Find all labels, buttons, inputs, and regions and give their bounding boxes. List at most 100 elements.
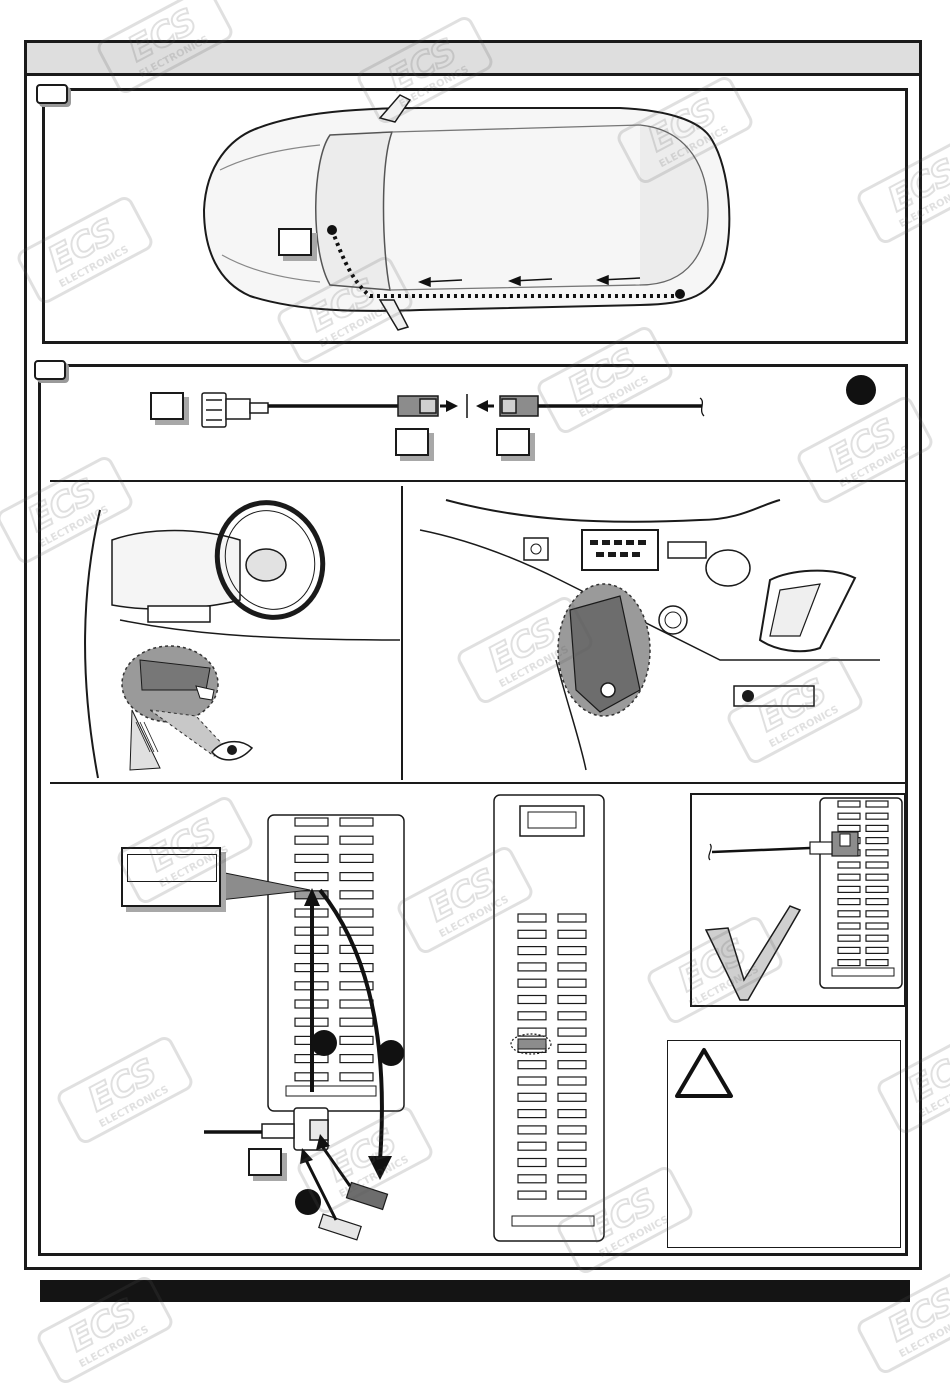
fuse-box-left <box>204 814 405 1241</box>
fuse-slot <box>557 1157 587 1168</box>
fuse-slot <box>865 885 889 894</box>
fuse-slot <box>557 1190 587 1200</box>
fuse-slot <box>517 1011 547 1021</box>
fuse-slot <box>517 913 547 923</box>
fuse-slot <box>517 1174 547 1184</box>
fuse-slot <box>294 871 329 882</box>
harness-cable <box>201 392 705 428</box>
fuse-slot <box>837 885 861 894</box>
fuse-slot <box>339 908 374 918</box>
fuse-slot <box>339 890 374 900</box>
fuse-slot <box>517 1076 547 1086</box>
fuse-slot <box>339 817 374 827</box>
fuse-box-check <box>704 797 903 1001</box>
fuse-slot <box>837 934 861 942</box>
harness-plug-left <box>201 392 269 428</box>
fuse-slot <box>517 962 547 972</box>
fuse-slot <box>865 800 889 808</box>
fuse-slot <box>517 1108 547 1119</box>
fuse-slot <box>557 962 587 972</box>
fuse-slot <box>557 1174 587 1184</box>
fuse-slot <box>339 962 374 973</box>
fuse-box-middle <box>493 794 605 1242</box>
fuse-slot <box>837 946 861 955</box>
fuse-slot <box>557 1011 587 1021</box>
footer-bar <box>40 1280 910 1302</box>
panel-check <box>690 793 906 1007</box>
fuse-slot <box>865 934 889 942</box>
fuse-slot <box>557 978 587 988</box>
fuse-slot <box>557 1108 587 1119</box>
fuse-slot <box>339 1072 374 1082</box>
fuse-slot <box>557 1141 587 1151</box>
label-box-male-connector <box>395 428 429 456</box>
fuse-slot <box>517 945 547 956</box>
fuse-slot <box>557 1027 587 1037</box>
fuse-slot <box>865 861 889 869</box>
fuse-slot <box>837 897 861 906</box>
label-box-car <box>278 228 312 256</box>
fuse-slot <box>517 994 547 1005</box>
fuse-slot <box>865 812 889 820</box>
step-badge-top <box>846 375 876 405</box>
fuse-slot <box>339 853 374 864</box>
fuse-slot <box>339 1035 374 1046</box>
fuse-slot <box>517 1157 547 1168</box>
fuse-slot <box>837 958 861 967</box>
fuse-slot <box>294 853 329 864</box>
fuse-slot <box>865 824 889 833</box>
fuse-slot <box>517 929 547 939</box>
fuse-slot <box>865 849 889 857</box>
under-dash-view <box>419 499 880 771</box>
outer-frame <box>24 40 922 1270</box>
fuse-slot <box>517 1092 547 1102</box>
fuse-slot <box>339 1053 374 1064</box>
svg-text:ELECTRONICS: ELECTRONICS <box>77 1324 150 1370</box>
step-badge-b <box>378 1040 404 1066</box>
fuse-slot <box>517 1141 547 1151</box>
fuse-slot <box>517 1190 547 1200</box>
fuse-slot <box>837 812 861 820</box>
divider-row-2 <box>50 782 905 784</box>
fuse-slot <box>517 1027 547 1037</box>
step-tab-1 <box>36 84 68 104</box>
fuse-slot <box>865 910 889 918</box>
fuse-slot <box>865 873 889 881</box>
panel-car-routing <box>42 88 908 344</box>
fuse-slot <box>865 922 889 930</box>
divider-row-1 <box>50 480 905 482</box>
fuse-slot <box>837 824 861 833</box>
fuse-slot <box>837 800 861 808</box>
fuse-slot <box>557 929 587 939</box>
fuse-slot <box>557 1060 587 1070</box>
panel-connection <box>38 364 908 1256</box>
fuse-slot <box>865 958 889 967</box>
fuse-slot <box>339 1017 374 1027</box>
fuse-slot <box>557 1076 587 1086</box>
fuse-slot <box>517 978 547 988</box>
fuse-slot <box>294 817 329 827</box>
fuse-slot <box>339 835 374 845</box>
step-badge-a <box>311 1030 337 1056</box>
arrow-right-icon <box>446 400 458 412</box>
fuse-slot <box>339 981 374 991</box>
fuse-slot <box>339 926 374 936</box>
fuse-slot <box>294 835 329 845</box>
fuse-slot <box>557 913 587 923</box>
label-box-fuse-slot <box>121 847 221 907</box>
interior-footwell-view <box>84 500 401 779</box>
fuse-slot <box>517 1125 547 1135</box>
fuse-slot <box>837 861 861 869</box>
header-bar <box>27 43 919 76</box>
label-box-plug <box>150 392 184 420</box>
fuse-slot <box>557 1092 587 1102</box>
fuse-slot <box>517 1060 547 1070</box>
label-box-plug-bottom <box>248 1148 282 1176</box>
svg-text:ELECTRONICS: ELECTRONICS <box>897 1314 950 1360</box>
fuse-slot <box>865 836 889 845</box>
arrow-left-icon <box>476 400 488 412</box>
label-box-fuse-inner <box>127 854 217 882</box>
label-box-female-connector <box>496 428 530 456</box>
fuse-slot <box>557 945 587 956</box>
fuse-slot <box>339 871 374 882</box>
